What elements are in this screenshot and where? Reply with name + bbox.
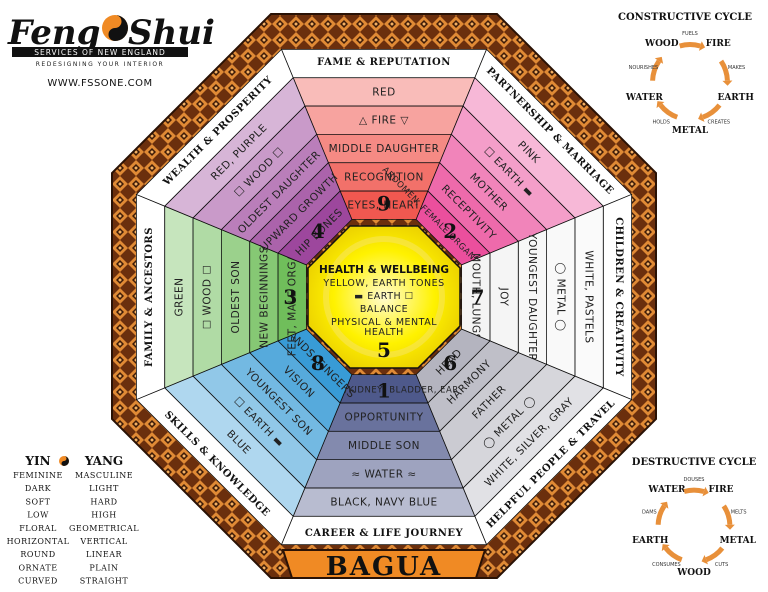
area-number: 3 [283,285,297,309]
area-line: ☐ WOOD ☐ [202,265,214,330]
cycle-arrow [706,548,722,560]
yin-yang-logo-icon [102,15,128,41]
yang-item: MASCULINE [75,471,133,480]
center-title: HEALTH & WELLBEING [319,264,449,276]
area-number: 6 [443,351,457,375]
area-line: GREEN [173,277,185,316]
center-line: HEALTH [364,327,404,338]
yin-yang-list: YIN YANG FEMININE DARK SOFT LOW FLORAL HORIZO… [7,454,140,586]
cycle-arrow [703,105,720,117]
cycle-verb: DAMS [642,510,657,516]
area-line: △ FIRE ▽ [359,115,409,127]
constructive-cycle: CONSTRUCTIVE CYCLE FIREEARTHMETALWATERWO… [618,12,754,136]
area-number: 4 [311,219,325,243]
cycle-verb: CONSUMES [652,562,681,568]
constructive-title: CONSTRUCTIVE CYCLE [618,12,752,23]
cycle-arrow [724,506,730,525]
area-line: YOUNGEST DAUGHTER [526,232,538,361]
cycle-verb: NOURISHES [629,65,659,71]
area-title: CAREER & LIFE JOURNEY [305,528,464,539]
yin-item: FEMININE [13,471,63,480]
cycle-element: FIRE [709,485,734,495]
cycle-arrow [684,490,704,491]
cycle-verb: MAKES [728,65,745,71]
arrow-head-icon [725,525,735,530]
yang-item: GEOMETRICAL [69,524,139,533]
area-title: FAME & REPUTATION [317,57,451,68]
area-line: RED [372,86,396,98]
destructive-cycle: DESTRUCTIVE CYCLE FIREMETALWOODEARTHWATE… [632,457,757,578]
yang-item: HIGH [91,511,117,520]
area-title: FAMILY & ANCESTORS [144,227,155,367]
yang-item: VERTICAL [79,537,127,546]
cycle-arrow [680,45,701,46]
center-line: BALANCE [360,304,408,315]
yang-item: STRAIGHT [80,577,129,586]
bagua-title-plate: BAGUA [283,550,485,582]
logo-services: SERVICES OF NEW ENGLAND [34,48,166,57]
area-line: OPPORTUNITY [344,412,423,424]
area-line: OLDEST SON [230,260,242,333]
cycle-verb: DOUSES [684,477,705,483]
yin-yang-icon [59,456,69,466]
center-line: YELLOW, EARTH TONES [322,278,444,289]
yang-item: HARD [90,497,117,506]
cycle-element: WOOD [644,39,679,49]
area-number: 7 [471,285,485,309]
bagua-title: BAGUA [326,552,442,582]
cycle-element: METAL [720,536,757,546]
area-number: 1 [377,379,391,403]
cycle-element: FIRE [706,39,731,49]
cycle-arrow [666,548,682,560]
cycle-verb: HOLDS [652,120,670,126]
destructive-title: DESTRUCTIVE CYCLE [632,457,757,468]
logo: Feng Shui SERVICES OF NEW ENGLAND REDESI… [7,13,215,89]
cycle-verb: CUTS [715,562,728,568]
center-health-wellbeing: HEALTH & WELLBEING YELLOW, EARTH TONES ▬… [308,226,460,368]
area-line: MIDDLE SON [348,440,420,452]
yang-item: LIGHT [89,484,119,493]
area-line: ≈ WATER ≈ [351,468,416,480]
area-number: 8 [311,351,325,375]
yin-item: HORIZONTAL [7,537,70,546]
cycle-element: METAL [672,126,709,136]
cycle-element: WATER [647,485,686,495]
yang-title: YANG [84,454,123,468]
cycle-arrow [658,506,664,525]
area-line: BLACK, NAVY BLUE [330,497,437,509]
area-line: ◯ METAL ◯ [554,262,566,331]
cycle-arrow [660,105,677,117]
area-number: 2 [443,219,457,243]
cycle-verb: MELTS [731,510,747,516]
area-line: NEW BEGINNINGS [258,246,270,348]
area-line: WHITE, PASTELS [583,250,595,343]
cycle-verb: CREATES [708,120,731,126]
arrow-head-icon [722,81,732,86]
logo-tagline: REDESIGNING YOUR INTERIOR [36,61,164,68]
area-number: 9 [377,191,391,215]
yang-item: PLAIN [89,563,118,572]
cycle-verb: FUELS [682,31,698,37]
yang-item: LINEAR [86,550,123,559]
yin-item: FLORAL [19,524,57,533]
logo-url: WWW.FSSONE.COM [47,78,152,89]
yin-item: DARK [25,484,52,493]
cycle-element: EARTH [717,93,754,103]
yin-item: ROUND [20,550,55,559]
center-line: ▬ EARTH ☐ [354,291,413,302]
area-line: JOY [498,287,510,307]
area-line: MIDDLE DAUGHTER [329,143,440,155]
yin-item: SOFT [26,497,51,506]
area-title: CHILDREN & CREATIVITY [613,217,624,377]
center-number: 5 [377,338,391,362]
yin-title: YIN [24,454,50,468]
yin-item: CURVED [18,577,58,586]
yin-item: ORNATE [18,563,57,572]
yin-item: LOW [27,511,49,520]
cycle-arrow [721,61,727,81]
cycle-element: WOOD [676,568,711,578]
